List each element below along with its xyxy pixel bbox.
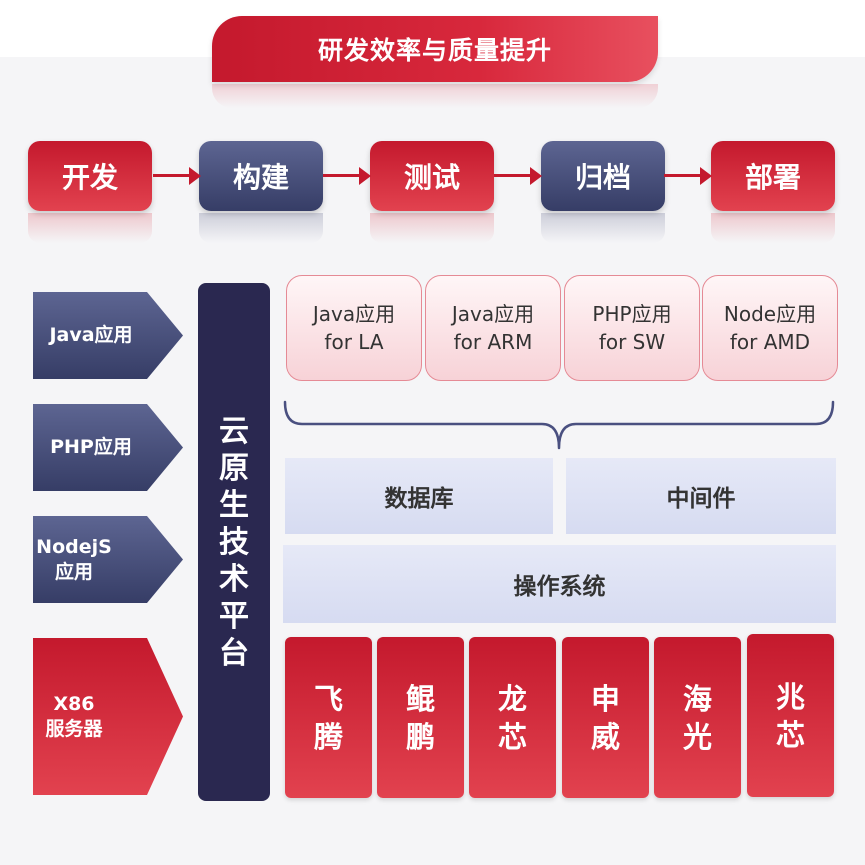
app-line1: Java应用 — [451, 302, 535, 326]
layer-operating-system: 操作系统 — [283, 545, 836, 623]
title-banner: 研发效率与质量提升 — [212, 16, 658, 82]
chip-loongson: 龙芯 — [469, 637, 556, 798]
pipeline-reflection — [370, 213, 494, 243]
layer-database: 数据库 — [285, 458, 553, 534]
chevron-label: PHP应用 — [50, 436, 132, 459]
chip-label: 申威 — [590, 681, 620, 754]
layer-label: 操作系统 — [513, 574, 606, 600]
app-box-php-sw: PHP应用 for SW — [564, 275, 700, 381]
pipeline-step-deploy: 部署 — [711, 141, 835, 211]
app-line2: for AMD — [729, 330, 811, 354]
app-line1: Node应用 — [723, 302, 817, 326]
pipeline-step-develop: 开发 — [28, 141, 152, 211]
platform-label: 云原生技术平台 — [219, 413, 249, 671]
app-box-java-arm: Java应用 for ARM — [425, 275, 561, 381]
pipeline-step-test: 测试 — [370, 141, 494, 211]
arrow-right-icon — [494, 167, 542, 185]
chip-label: 海光 — [682, 681, 712, 754]
app-line1: Java应用 — [312, 302, 396, 326]
layer-label: 中间件 — [666, 486, 736, 512]
app-line2: for ARM — [453, 330, 533, 354]
chip-kunpeng: 鲲鹏 — [377, 637, 464, 798]
chip-hygon: 海光 — [654, 637, 741, 798]
chip-label: 龙芯 — [497, 681, 527, 754]
chevron-label: Java应用 — [49, 324, 133, 347]
app-box-node-amd: Node应用 for AMD — [702, 275, 838, 381]
layer-middleware: 中间件 — [566, 458, 836, 534]
chevron-label-line1: NodejS — [36, 535, 112, 558]
arrow-right-icon — [323, 167, 371, 185]
pipeline-step-archive: 归档 — [541, 141, 665, 211]
title-reflection — [212, 84, 658, 108]
app-line2: for LA — [324, 330, 384, 354]
arrow-right-icon — [664, 167, 712, 185]
app-line2: for SW — [598, 330, 666, 354]
chip-feiteng: 飞腾 — [285, 637, 372, 798]
chevron-label-line2: 应用 — [54, 560, 93, 583]
chip-sunway: 申威 — [562, 637, 649, 798]
chip-zhaoxin: 兆芯 — [747, 634, 834, 797]
chevron-php-app: PHP应用 — [33, 404, 183, 491]
chip-label: 兆芯 — [775, 679, 805, 752]
layer-label: 数据库 — [384, 486, 454, 512]
chevron-x86-server: X86 服务器 — [33, 638, 183, 795]
arrow-right-icon — [153, 167, 201, 185]
pipeline-reflection — [541, 213, 665, 243]
chevron-java-app: Java应用 — [33, 292, 183, 379]
pipeline-reflection — [711, 213, 835, 243]
pipeline-reflection — [28, 213, 152, 243]
app-line1: PHP应用 — [592, 302, 672, 326]
pipeline-reflection — [199, 213, 323, 243]
chip-label: 飞腾 — [313, 681, 343, 754]
title-text: 研发效率与质量提升 — [317, 36, 552, 65]
app-box-java-la: Java应用 for LA — [286, 275, 422, 381]
cloud-native-platform: 云原生技术平台 — [198, 283, 270, 801]
chevron-label-line2: 服务器 — [45, 717, 103, 740]
chevron-label-line1: X86 — [53, 692, 95, 715]
brace-connector — [283, 400, 835, 450]
chip-label: 鲲鹏 — [405, 681, 435, 754]
pipeline-step-build: 构建 — [199, 141, 323, 211]
chevron-nodejs-app: NodejS 应用 — [33, 516, 183, 603]
